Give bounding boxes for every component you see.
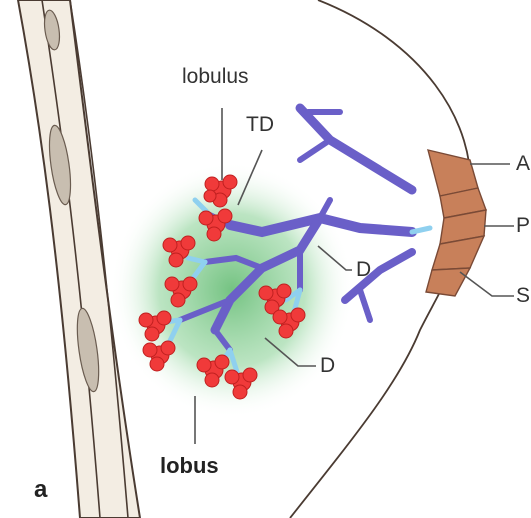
label-a: A <box>516 153 530 174</box>
leader-s <box>460 272 514 296</box>
label-p: P <box>516 215 530 236</box>
label-d-lower: D <box>320 355 335 376</box>
nipple <box>426 150 486 296</box>
label-td: TD <box>246 114 274 135</box>
panel-letter: a <box>34 478 47 502</box>
label-s: S <box>516 285 530 306</box>
label-d-upper: D <box>356 259 371 280</box>
label-lobulus: lobulus <box>182 66 249 87</box>
label-lobus: lobus <box>160 455 219 477</box>
